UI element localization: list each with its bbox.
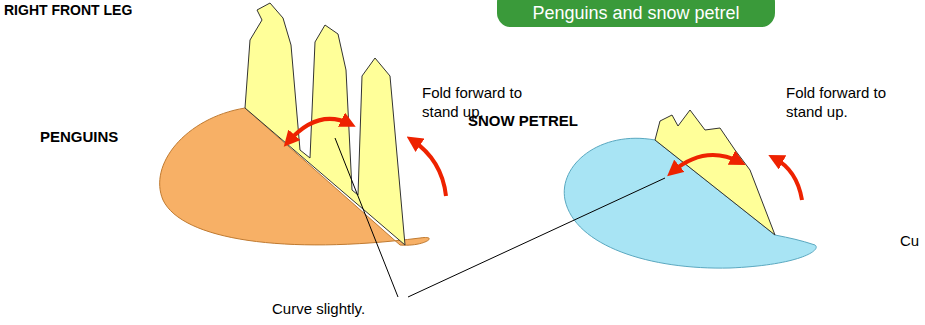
figure-name: PENGUINS [40,128,118,147]
leader-line [408,178,665,297]
instruction-note: Fold forward to stand up. [786,84,918,122]
part-heading: RIGHT FRONT LEG [4,2,132,20]
leader-line [335,138,398,297]
penguin-cutout [245,3,405,245]
fold-arrow [288,119,350,142]
banner-title: Penguins and snow petrel [515,1,757,25]
fold-arrow [774,158,802,200]
fold-arrow [412,140,446,196]
fold-arrow [672,155,740,172]
petrel-cutout [655,110,775,235]
title-banner: Penguins and snow petrel [497,0,775,27]
instruction-note: Curve slightly. [272,300,365,319]
figure-name: SNOW PETREL [468,112,578,131]
instruction-note: Cu [900,232,919,251]
